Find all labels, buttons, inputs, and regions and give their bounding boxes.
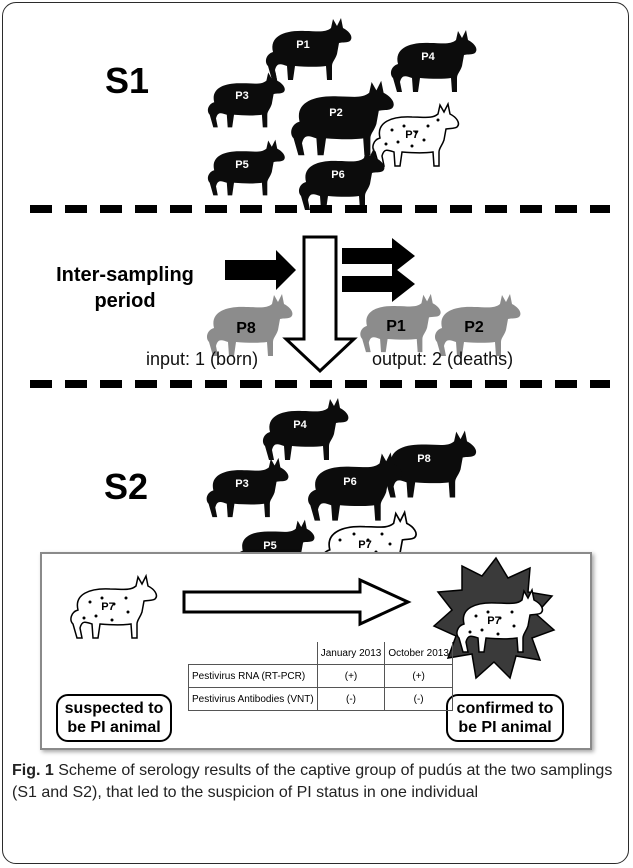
label-s2-p6: P6 (343, 476, 356, 488)
figure-caption: Fig. 1 Scheme of serology results of the… (12, 760, 620, 803)
input-arrow (225, 250, 296, 290)
label-s1-p5: P5 (235, 159, 248, 171)
label-s2-p5: P5 (263, 540, 276, 552)
output-arrows (342, 238, 415, 302)
label-s1-p3: P3 (235, 90, 248, 102)
table-header-row: January 2013 October 2013 (188, 642, 453, 665)
table-header-jan: January 2013 (316, 642, 386, 665)
caption-text: Scheme of serology results of the captiv… (12, 762, 613, 801)
confirmed-status: confirmed to be PI animal (446, 694, 564, 742)
time-arrow (282, 235, 358, 374)
s2-label: S2 (104, 466, 149, 507)
results-table: January 2013 October 2013 Pestivirus RNA… (188, 642, 453, 711)
table-row: Pestivirus Antibodies (VNT) (-) (-) (188, 687, 453, 711)
inter-sampling-label: Inter-sampling period (56, 264, 194, 312)
cell-rna-jan: (+) (316, 664, 386, 688)
table-row: Pestivirus RNA (RT-PCR) (+) (+) (188, 664, 453, 688)
cell-ab-oct: (-) (384, 687, 453, 711)
input-text: input: 1 (born) (146, 349, 259, 369)
label-bottom-right-p7: P7 (487, 615, 500, 627)
p7-spots-s1 (384, 118, 440, 148)
label-s2-p8: P8 (417, 453, 430, 465)
label-s1-p4: P4 (421, 51, 435, 63)
status-panel: P7 P7 suspected to be PI animal confirme… (40, 552, 592, 750)
label-bottom-left-p7: P7 (101, 601, 114, 613)
label-s2-p7: P7 (358, 539, 371, 551)
label-inter-p2: P2 (464, 319, 484, 336)
label-s1-p1: P1 (296, 39, 309, 51)
label-inter-p1: P1 (386, 318, 406, 335)
row-label-antibodies: Pestivirus Antibodies (VNT) (188, 687, 318, 711)
diagram: P1 P4 P3 P2 P5 P6 P4 P8 P3 P6 P5 P7 P7 P… (30, 18, 610, 582)
s1-label: S1 (105, 60, 150, 101)
cell-rna-oct: (+) (384, 664, 453, 688)
label-inter-p8: P8 (236, 320, 256, 337)
suspected-status: suspected to be PI animal (56, 694, 172, 742)
output-text: output: 2 (deaths) (372, 349, 514, 369)
label-s1-p7: P7 (405, 129, 418, 141)
table-header-oct: October 2013 (384, 642, 453, 665)
row-label-rna: Pestivirus RNA (RT-PCR) (188, 664, 318, 688)
long-arrow (182, 577, 412, 627)
label-s1-p2: P2 (329, 107, 342, 119)
cell-ab-jan: (-) (316, 687, 386, 711)
table-header-blank (188, 642, 318, 665)
label-s2-p4: P4 (293, 419, 307, 431)
label-s2-p3: P3 (235, 478, 248, 490)
figure-label: Fig. 1 (12, 762, 54, 779)
label-s1-p6: P6 (331, 169, 344, 181)
panel-graphics: P7 P7 (70, 556, 556, 680)
